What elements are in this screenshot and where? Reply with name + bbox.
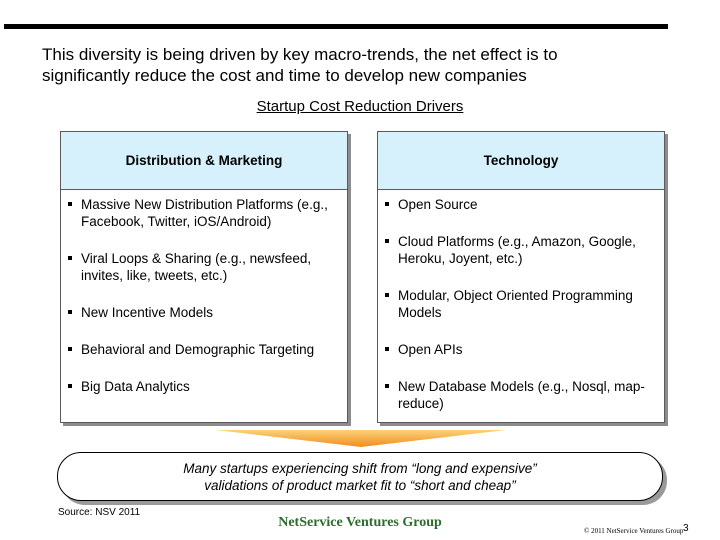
distribution-marketing-panel: Distribution & Marketing Massive New Dis… — [60, 131, 348, 423]
list-item: Big Data Analytics — [67, 378, 337, 395]
down-arrow-icon — [216, 430, 506, 447]
list-item: New Database Models (e.g., Nosql, map-re… — [384, 378, 654, 412]
slide-headline: This diversity is being driven by key ma… — [42, 44, 682, 86]
callout-line-1: Many startups experiencing shift from “l… — [183, 460, 537, 476]
page-number: 3 — [683, 523, 689, 534]
list-item: Open APIs — [384, 341, 654, 358]
callout-line-2: validations of product market fit to “sh… — [204, 477, 516, 493]
copyright-note: © 2011 NetService Ventures Group — [584, 527, 684, 535]
panel-header: Technology — [378, 132, 664, 190]
list-item: Massive New Distribution Platforms (e.g.… — [67, 196, 337, 230]
list-item: Viral Loops & Sharing (e.g., newsfeed, i… — [67, 250, 337, 284]
list-item: Open Source — [384, 196, 654, 213]
top-divider — [4, 24, 668, 29]
list-item: Modular, Object Oriented Programming Mod… — [384, 287, 654, 321]
headline-line-2: significantly reduce the cost and time t… — [42, 66, 527, 85]
panel-header: Distribution & Marketing — [61, 132, 347, 190]
list-item: Cloud Platforms (e.g., Amazon, Google, H… — [384, 233, 654, 267]
headline-line-1: This diversity is being driven by key ma… — [42, 45, 558, 64]
bullet-list: Open Source Cloud Platforms (e.g., Amazo… — [378, 190, 664, 412]
summary-callout: Many startups experiencing shift from “l… — [57, 452, 663, 501]
list-item: New Incentive Models — [67, 304, 337, 321]
source-note: Source: NSV 2011 — [58, 507, 141, 518]
technology-panel: Technology Open Source Cloud Platforms (… — [377, 131, 665, 423]
section-subtitle: Startup Cost Reduction Drivers — [256, 98, 464, 115]
brand-name: NetService Ventures Group — [278, 515, 442, 530]
list-item: Behavioral and Demographic Targeting — [67, 341, 337, 358]
bullet-list: Massive New Distribution Platforms (e.g.… — [61, 190, 347, 395]
